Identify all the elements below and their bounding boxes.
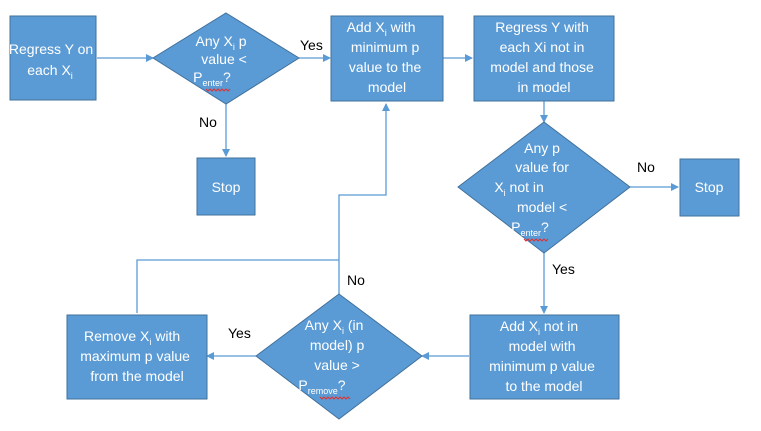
edge-label-no: No: [637, 159, 655, 175]
add-not-in-box: [469, 314, 620, 400]
spellcheck-squiggle: [319, 396, 351, 400]
spellcheck-squiggle: [205, 88, 231, 92]
edge-label-yes: Yes: [300, 37, 323, 53]
any-p-remove-text: Any Xi (in model) p value > Premove?: [298, 317, 368, 396]
spellcheck-squiggle: [523, 238, 549, 242]
connectors: [97, 54, 679, 360]
add-not-in-text: Add Xi not in model with minimum p value…: [489, 318, 599, 394]
regress-each-box: [9, 15, 97, 101]
edge-decision3-no-to-add: [338, 103, 390, 294]
edge-label-yes: Yes: [228, 325, 251, 341]
edge-label-no: No: [347, 272, 365, 288]
edge-remove-loop-back: [136, 259, 339, 313]
stop-box-1: [196, 157, 256, 216]
remove-max-p-text: Remove Xi with maximum p value from the …: [80, 328, 194, 384]
edge-label-no: No: [199, 114, 217, 130]
remove-max-p-box: [66, 314, 208, 400]
add-min-p-text: Add Xi with minimum p value to the model: [347, 19, 426, 95]
any-p-enter-text: Any Xi p value < Penter?: [193, 33, 251, 88]
regress-not-in-text: Regress Y with each Xi not in model and …: [490, 19, 597, 95]
stop-box-2: [679, 158, 740, 217]
edge-label-yes: Yes: [552, 261, 575, 277]
any-p-for-diamond: [457, 121, 631, 254]
regress-each-text: Regress Y on each Xi: [9, 41, 97, 81]
regress-not-in-box: [473, 15, 615, 102]
any-p-for-text: Any p value for Xi not in model < Penter…: [494, 140, 572, 238]
stop-text-2: Stop: [695, 179, 724, 195]
any-p-remove-diamond: [255, 293, 423, 420]
add-min-p-box: [330, 15, 444, 102]
any-p-enter-diamond: [152, 12, 300, 105]
stop-text-1: Stop: [212, 179, 241, 195]
